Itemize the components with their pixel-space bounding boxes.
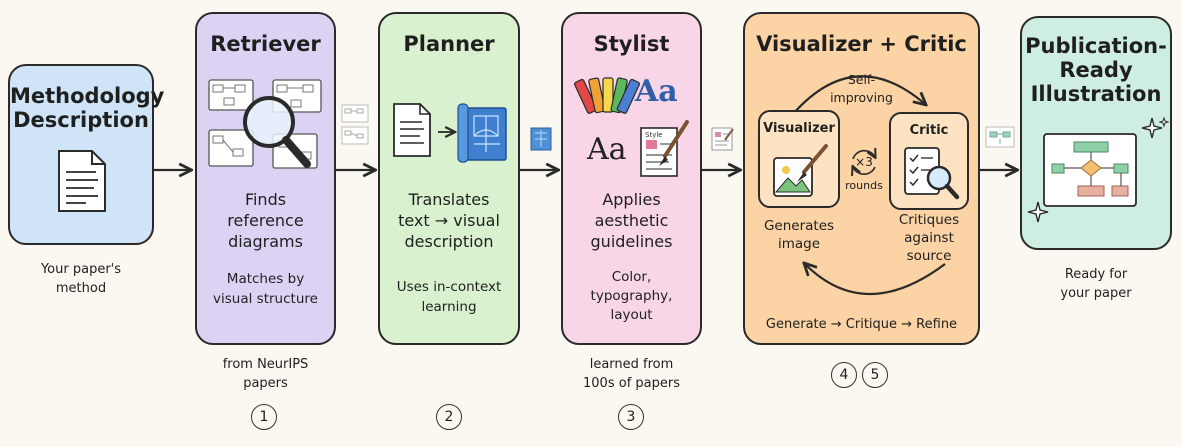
critic-card: Critic [889,112,969,210]
stylist-box: Stylist Aa Aa Style Applies aesthetic gu… [561,12,702,345]
planner-desc-line2: text → visual [398,211,500,230]
publication-title-line2: Ready [1059,58,1133,82]
illustration-flowchart-icon [1043,133,1137,207]
thumbnail-style-doc-icon [711,127,734,151]
sparkle-icon-small [1027,201,1049,223]
checklist-magnifier-icon [904,147,960,200]
retriever-title: Retriever [210,32,321,56]
stylist-sub-line1: Color, [611,269,652,285]
stylist-desc-line3: guidelines [590,232,673,251]
methodology-box: Methodology Description [8,64,165,245]
font-glyph-large: Aa [635,74,678,109]
methodology-title-line1: Methodology [10,84,165,108]
visualizer-card: Visualizer [758,110,840,208]
retriever-caption-line1: from NeurIPS [222,357,309,372]
loop-label-line1: Self- [847,72,876,87]
publication-caption-line2: your paper [1060,286,1132,301]
visualizer-label: Visualizer [763,121,835,136]
retriever-desc-line2: reference [227,211,304,230]
font-glyph-small: Aa [587,132,627,167]
publication-title-line3: Illustration [1030,82,1162,106]
generate-critique-refine-flow: Generate → Critique → Refine [765,317,958,332]
thumbnail-blueprint-icon [530,127,552,151]
planner-box: Planner Translates text → visual descrip… [378,12,520,345]
stylist-sub-line3: layout [610,307,653,323]
planner-sub-line1: Uses in-context [396,279,502,295]
stylist-desc-line1: Applies [602,190,661,209]
visualizer-desc-line1: Generates [763,218,835,234]
critic-desc-line3: source [906,248,952,264]
rounds-count: ×3 [855,155,873,169]
thumbnail-diagrams-icon [341,104,369,145]
rounds-label: rounds [845,179,883,192]
critic-desc-line2: against [904,230,954,246]
stylist-title: Stylist [593,32,670,56]
publication-title-line1: Publication- [1025,34,1167,58]
step-number-3: 3 [618,404,644,430]
retriever-sub-line2: visual structure [213,291,318,307]
thumbnail-illustration-icon [985,126,1015,148]
retriever-box: Retriever Finds reference di [195,12,336,345]
retriever-caption-line2: papers [243,376,288,391]
retriever-desc-line1: Finds [244,190,287,209]
planner-title: Planner [403,32,495,56]
magnifier-diagrams-icon [208,79,322,169]
step-number-1: 1 [251,404,277,430]
critic-label: Critic [909,123,949,138]
publication-caption-line1: Ready for [1064,267,1128,282]
retriever-desc-line3: diagrams [228,232,303,251]
visualizer-desc-line2: image [777,236,821,252]
retriever-sub-line1: Matches by [226,271,305,287]
image-brush-icon [773,144,828,197]
methodology-title-line2: Description [13,108,149,132]
style-guide-label: Style [645,131,663,139]
step-number-5: 5 [862,362,888,388]
critic-desc-line1: Critiques [898,212,960,228]
stylist-caption-line2: 100s of papers [583,376,680,391]
planner-desc-line3: description [404,232,494,251]
visualizer-critic-title: Visualizer + Critic [756,32,967,56]
visualizer-critic-box: Visualizer + Critic Self- improving Visu… [743,12,980,345]
step-number-2: 2 [436,404,462,430]
step-number-4: 4 [831,362,857,388]
planner-sub-line2: learning [421,299,477,315]
publication-box: Publication- Ready Illustration [1020,16,1172,250]
stylist-desc-line2: aesthetic [594,211,669,230]
text-to-blueprint-icon [393,103,507,163]
loop-label-line2: improving [830,90,893,105]
methodology-caption-line1: Your paper's [40,262,122,277]
stylist-sub-line2: typography, [590,288,673,304]
planner-desc-line1: Translates [408,190,490,209]
self-improving-loop-arrows [792,75,946,296]
style-guide-icon [640,120,689,177]
sparkle-icon [1141,116,1170,139]
methodology-caption-line2: method [55,281,107,296]
rounds-cycle-icon [847,145,881,179]
document-icon [58,150,106,212]
stylist-caption-line1: learned from [589,357,674,372]
color-swatch-icon [574,77,640,114]
